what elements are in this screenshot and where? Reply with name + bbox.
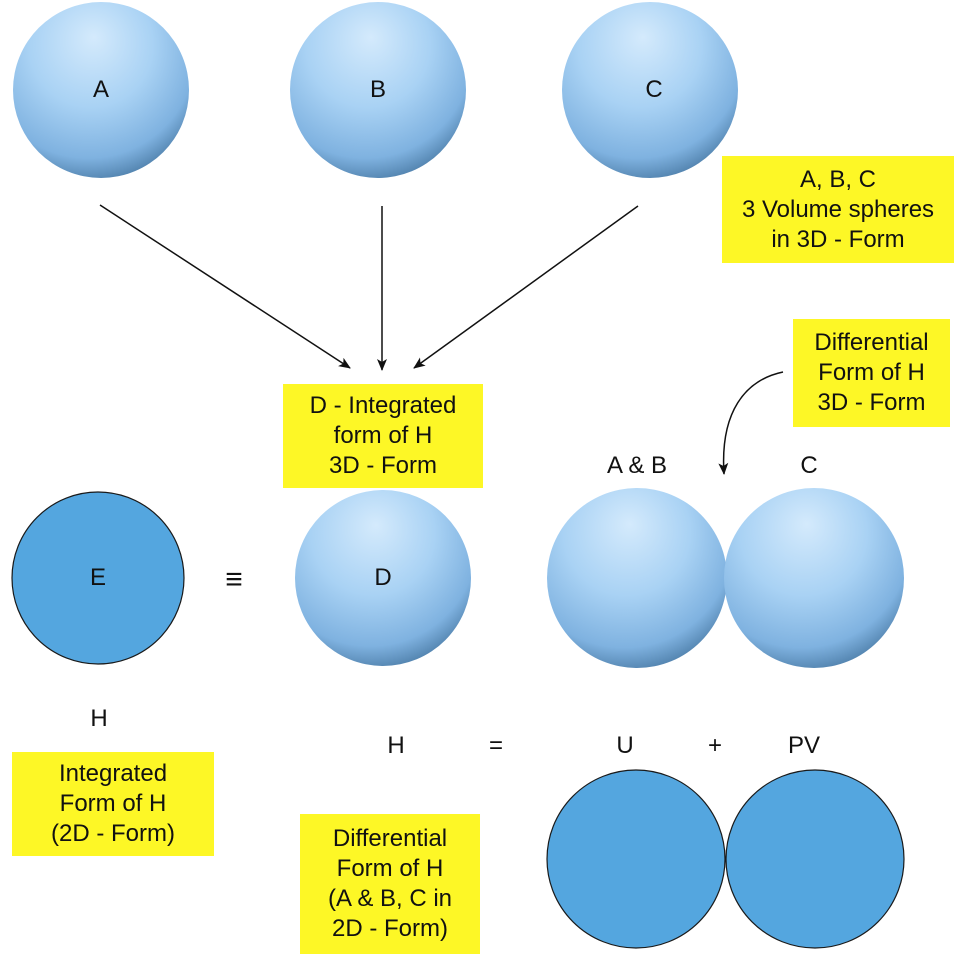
note-differential-3d-line-3: 3D - Form xyxy=(817,389,926,416)
sphere-b xyxy=(290,2,466,178)
sphere-c-label: C xyxy=(645,76,663,103)
equation-plus: + xyxy=(707,732,723,759)
c-caption: C xyxy=(800,452,818,479)
note-integrated-3d-line-3: 3D - Form xyxy=(329,452,437,479)
note-differential-3d: Differential Form of H 3D - Form xyxy=(793,319,950,427)
h-under-e: H xyxy=(90,705,108,732)
note-abc-volume-line-1: A, B, C xyxy=(799,165,877,193)
note-abc-volume-line-2: 3 Volume spheres xyxy=(741,195,935,223)
note-abc-volume-line-3: in 3D - Form xyxy=(771,225,905,253)
arrow-differential-to-ab xyxy=(718,371,784,475)
flat-circle-u xyxy=(546,769,726,949)
note-integrated-2d-line-3: (2D - Form) xyxy=(51,820,175,847)
note-differential-2d-line-4: 2D - Form) xyxy=(332,915,448,942)
sphere-a-label: A xyxy=(92,76,110,103)
sphere-b-label: B xyxy=(369,76,387,103)
sphere-d-label: D xyxy=(374,564,392,591)
note-differential-3d-line-1: Differential xyxy=(814,329,929,356)
flat-circle-e-label: E xyxy=(89,564,107,591)
note-abc-volume: A, B, C 3 Volume spheres in 3D - Form xyxy=(722,156,954,263)
sphere-c xyxy=(562,2,738,178)
note-differential-3d-line-2: Form of H xyxy=(818,359,925,386)
note-integrated-2d-line-2: Form of H xyxy=(59,790,167,817)
note-integrated-3d-line-1: D - Integrated xyxy=(309,392,457,419)
ab-caption: A & B xyxy=(606,452,668,479)
note-integrated-3d: D - Integrated form of H 3D - Form xyxy=(283,384,483,488)
note-differential-2d-line-3: (A & B, C in xyxy=(327,885,453,912)
equation-equals: = xyxy=(488,732,504,759)
sphere-d xyxy=(295,490,471,666)
equation-pv: PV xyxy=(787,732,821,759)
arrow-c-to-d xyxy=(413,205,639,369)
flat-circle-e xyxy=(11,491,185,665)
note-differential-2d-line-1: Differential xyxy=(332,825,448,852)
sphere-a xyxy=(13,2,189,178)
note-differential-2d: Differential Form of H (A & B, C in 2D -… xyxy=(300,814,480,954)
note-integrated-2d: Integrated Form of H (2D - Form) xyxy=(12,752,214,856)
arrow-a-to-d xyxy=(99,204,351,369)
equivalence-symbol: ≡ xyxy=(225,563,243,596)
sphere-c-pair xyxy=(724,488,904,668)
equation-h: H xyxy=(387,732,405,759)
note-differential-2d-line-2: Form of H xyxy=(336,855,444,882)
flat-circle-pv xyxy=(725,769,905,949)
equation-u: U xyxy=(616,732,634,759)
sphere-ab xyxy=(547,488,727,668)
note-integrated-2d-line-1: Integrated xyxy=(58,760,168,787)
note-integrated-3d-line-2: form of H xyxy=(333,422,433,449)
